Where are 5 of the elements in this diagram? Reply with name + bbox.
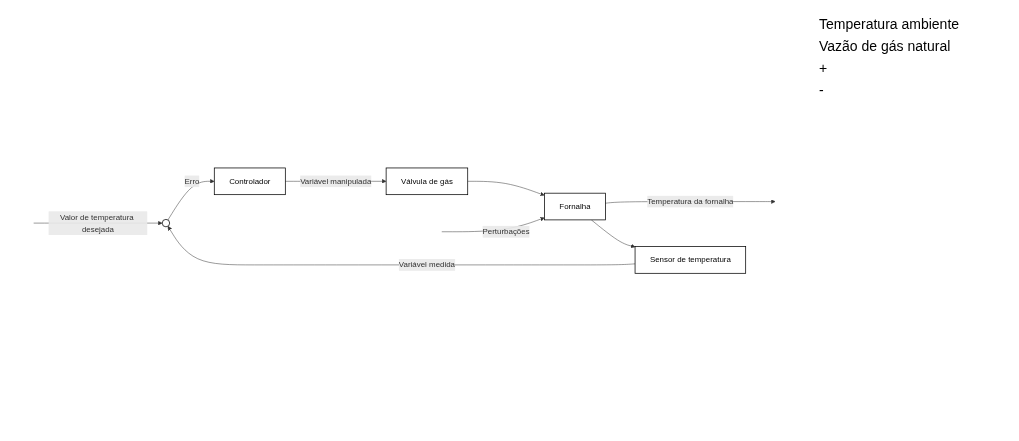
note-label: Vazão de gás natural (819, 38, 952, 54)
node-circle (161, 218, 171, 228)
note-label: + (819, 60, 829, 76)
note-label: - (819, 82, 825, 98)
note-label: Temperatura ambiente (819, 16, 961, 32)
